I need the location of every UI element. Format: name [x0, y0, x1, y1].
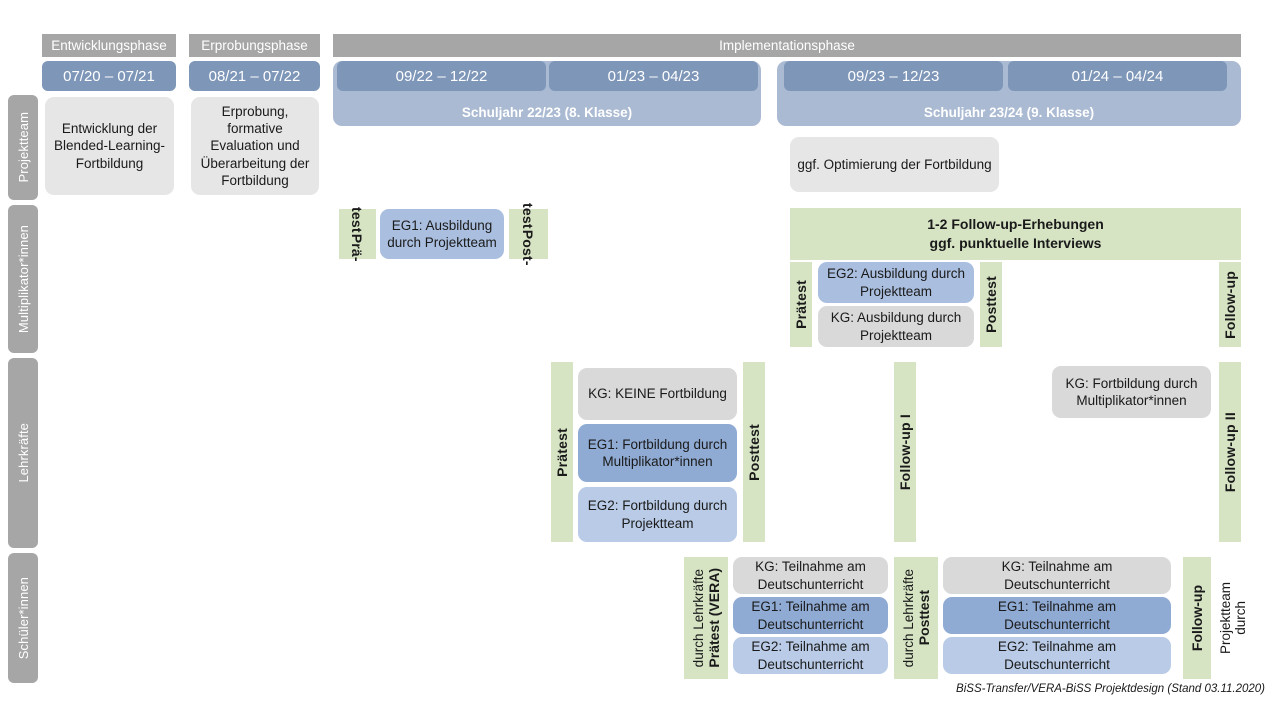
lane-label-text: Schüler*innen [15, 576, 31, 660]
followup-sub-2: Projektteam [1218, 581, 1233, 655]
box-text: KG: Ausbildung durch Projektteam [830, 310, 962, 343]
box-schueler-eg2-left: EG2: Teilnahme am Deutschunterricht [733, 637, 888, 674]
box-text: EG1: Fortbildung durch Multiplikator*inn… [587, 436, 728, 469]
praetest-strip-multiplikatoren-2: Prätest [790, 262, 812, 347]
praetest-vera-labels: Prätest (VERA) durch Lehrkräfte [684, 557, 728, 679]
box-text: EG1: Teilnahme am Deutschunterricht [751, 599, 870, 632]
posttest-strip-lehrkraefte: Posttest [743, 362, 765, 542]
posttest-sub: durch Lehrkräfte [900, 568, 916, 668]
posttest-label: Posttest [746, 423, 762, 481]
followup-2-strip-lehrkraefte: Follow-up II [1219, 362, 1241, 542]
lane-label-multiplikatoren: Multiplikator*innen [8, 205, 38, 353]
date-label: 01/23 – 04/23 [607, 67, 700, 85]
box-text: EG2: Teilnahme am Deutschunterricht [751, 639, 870, 672]
lane-label-text: Lehrkräfte [15, 423, 31, 483]
lane-label-projektteam: Projektteam [8, 95, 38, 200]
date-label: 09/22 – 12/22 [395, 67, 488, 85]
banner-line-2: ggf. punktuelle Interviews [929, 235, 1102, 251]
box-text: Entwicklung der Blended-Learning-Fortbil… [53, 121, 166, 171]
posttest-labels: Posttest durch Lehrkräfte [894, 557, 938, 679]
box-lehrkraefte-kg-keine: KG: KEINE Fortbildung [578, 368, 737, 420]
posttest-label: Post- test [520, 202, 537, 266]
phase-bar-entwicklungsphase: Entwicklungsphase [42, 34, 176, 57]
date-label: 09/23 – 12/23 [847, 67, 940, 85]
phase-label: Erprobungsphase [201, 38, 308, 53]
box-multiplikatoren-kg: KG: Ausbildung durch Projektteam [818, 306, 974, 347]
posttest-label: Posttest [983, 276, 999, 333]
followup-erhebungen-banner: 1-2 Follow-up-Erhebungen ggf. punktuelle… [790, 208, 1241, 260]
box-schueler-eg2-right: EG2: Teilnahme am Deutschunterricht [943, 637, 1171, 674]
box-multiplikatoren-eg2: EG2: Ausbildung durch Projektteam [818, 262, 974, 303]
date-label: 01/24 – 04/24 [1071, 67, 1164, 85]
school-year-label: Schuljahr 22/23 (8. Klasse) [461, 105, 633, 120]
box-entwicklung-fortbildung: Entwicklung der Blended-Learning-Fortbil… [45, 97, 174, 195]
date-chip-0720-0721: 07/20 – 07/21 [42, 61, 176, 91]
followup-label: Follow-up II [1222, 411, 1238, 493]
footer-caption: BiSS-Transfer/VERA-BiSS Projektdesign (S… [760, 683, 1265, 699]
praetest-label: Prätest [793, 280, 809, 329]
posttest-strip-multiplikatoren-1: Post- test [509, 203, 548, 265]
box-text: KG: Teilnahme am Deutschunterricht [755, 559, 866, 592]
box-text: EG1: Ausbildung durch Projektteam [387, 217, 497, 250]
box-schueler-kg-left: KG: Teilnahme am Deutschunterricht [733, 557, 888, 594]
lane-label-schueler: Schüler*innen [8, 553, 38, 683]
posttest-bold: Posttest [915, 590, 932, 646]
praetest-label: Prätest [554, 427, 570, 477]
followup-strip-multiplikatoren: Follow-up [1219, 262, 1241, 347]
box-text: ggf. Optimierung der Fortbildung [797, 156, 992, 172]
lane-label-text: Multiplikator*innen [15, 224, 31, 334]
praetest-vera-strip-schueler: Prätest (VERA) durch Lehrkräfte [684, 557, 728, 679]
phase-label: Implementationsphase [719, 38, 855, 53]
followup-schueler-caption: durch Projektteam [1211, 557, 1255, 679]
box-lehrkraefte-eg2: EG2: Fortbildung durch Projektteam [578, 487, 737, 542]
praetest-vera-bold: Prätest (VERA) [705, 568, 722, 668]
lane-label-lehrkraefte: Lehrkräfte [8, 358, 38, 548]
phase-bar-implementationsphase: Implementationsphase [333, 34, 1241, 57]
date-label: 07/20 – 07/21 [63, 67, 155, 85]
box-lehrkraefte-eg1: EG1: Fortbildung durch Multiplikator*inn… [578, 424, 737, 482]
box-text: KG: Teilnahme am Deutschunterricht [1001, 559, 1113, 592]
box-erprobung-evaluation: Erprobung, formative Evaluation und Über… [191, 97, 319, 195]
box-text: EG2: Ausbildung durch Projektteam [826, 266, 966, 299]
phase-label: Entwicklungsphase [51, 38, 167, 53]
date-chip-0821-0722: 08/21 – 07/22 [189, 61, 320, 91]
box-text: Erprobung, formative Evaluation und Über… [200, 103, 310, 188]
followup-label: Follow-up I [897, 413, 913, 491]
phase-bar-erprobungsphase: Erprobungsphase [189, 34, 320, 57]
followup-label: Follow-up [1222, 270, 1238, 339]
footer-text: BiSS-Transfer/VERA-BiSS Projektdesign (S… [956, 683, 1265, 695]
box-text: EG2: Teilnahme am Deutschunterricht [997, 639, 1117, 672]
date-chip-0923-1223: 09/23 – 12/23 [784, 61, 1003, 91]
posttest-strip-multiplikatoren-2: Posttest [980, 262, 1002, 347]
praetest-strip-multiplikatoren-1: Prä- test [339, 206, 376, 262]
followup-bold: Follow-up [1189, 584, 1205, 652]
box-lehrkraefte-kg-fortbildung: KG: Fortbildung durch Multiplikator*inne… [1052, 366, 1211, 418]
followup-sub-1: durch [1233, 601, 1248, 635]
box-schueler-eg1-left: EG1: Teilnahme am Deutschunterricht [733, 597, 888, 634]
followup-strip-schueler: Follow-up [1183, 557, 1211, 679]
box-text: KG: Fortbildung durch Multiplikator*inne… [1065, 375, 1198, 408]
date-chip-0922-1222: 09/22 – 12/22 [337, 61, 546, 91]
box-schueler-kg-right: KG: Teilnahme am Deutschunterricht [943, 557, 1171, 594]
followup-1-strip-lehrkraefte: Follow-up I [894, 362, 916, 542]
box-schueler-eg1-right: EG1: Teilnahme am Deutschunterricht [943, 597, 1171, 634]
posttest-strip-schueler: Posttest durch Lehrkräfte [894, 557, 938, 679]
box-text: EG2: Fortbildung durch Projektteam [587, 498, 728, 531]
box-multiplikatoren-eg1: EG1: Ausbildung durch Projektteam [380, 209, 504, 259]
lane-label-text: Projektteam [15, 112, 31, 183]
date-chip-0123-0423: 01/23 – 04/23 [549, 61, 758, 91]
praetest-vera-sub: durch Lehrkräfte [690, 568, 706, 668]
date-label: 08/21 – 07/22 [208, 67, 301, 85]
praetest-label: Prä- test [349, 206, 366, 262]
box-optimierung-fortbildung: ggf. Optimierung der Fortbildung [790, 137, 999, 192]
date-chip-0124-0424: 01/24 – 04/24 [1008, 61, 1227, 91]
praetest-strip-lehrkraefte: Prätest [551, 362, 573, 542]
box-text: KG: KEINE Fortbildung [588, 386, 727, 402]
banner-line-1: 1-2 Follow-up-Erhebungen [927, 216, 1104, 233]
school-year-label: Schuljahr 23/24 (9. Klasse) [923, 105, 1095, 120]
box-text: EG1: Teilnahme am Deutschunterricht [997, 599, 1117, 632]
